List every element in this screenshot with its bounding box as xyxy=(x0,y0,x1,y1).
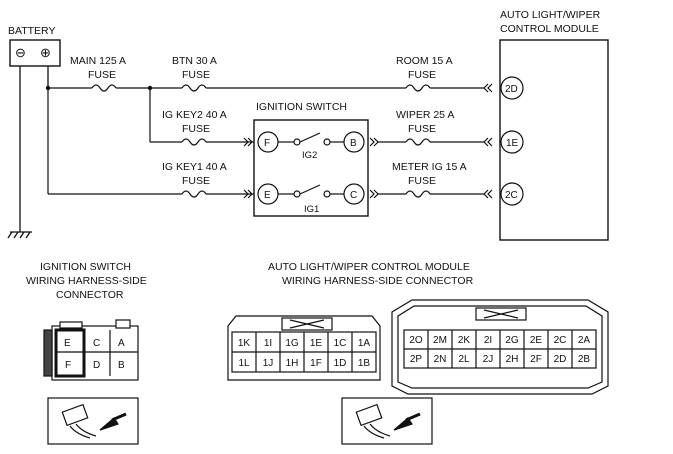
right-pin-2e: 2E xyxy=(530,335,543,346)
module-box xyxy=(499,39,609,241)
main-fuse-sub: FUSE xyxy=(88,69,116,81)
ign-connector xyxy=(43,319,139,381)
right-pin-2p: 2P xyxy=(410,354,423,365)
wire-ig-key1 xyxy=(47,88,254,198)
ign-cell-f: F xyxy=(65,360,71,371)
ign-cell-d: D xyxy=(93,360,100,371)
terminal-e: E xyxy=(264,190,271,201)
ig2-contact xyxy=(278,132,344,146)
left-pin-1a: 1A xyxy=(358,338,371,349)
terminal-b: B xyxy=(350,138,357,149)
ignition-switch-title: IGNITION SWITCH xyxy=(256,101,347,113)
btn-fuse-label: BTN 30 A xyxy=(172,55,217,67)
right-pin-2k: 2K xyxy=(458,335,471,346)
btn-fuse-sub: FUSE xyxy=(182,69,210,81)
ign-cell-c: C xyxy=(93,338,100,349)
room-fuse-label: ROOM 15 A xyxy=(396,55,453,67)
module-connector-title-1: AUTO LIGHT/WIPER CONTROL MODULE xyxy=(268,261,470,273)
battery-label: BATTERY xyxy=(8,25,55,37)
wire-top xyxy=(48,84,484,92)
ig-key1-fuse-sub: FUSE xyxy=(182,175,210,187)
battery-body xyxy=(9,39,61,67)
room-fuse-sub: FUSE xyxy=(408,69,436,81)
meter-ig-fuse-sub: FUSE xyxy=(408,175,436,187)
module-pin-2d: 2D xyxy=(505,84,518,95)
left-pin-1e: 1E xyxy=(310,338,323,349)
right-pin-2c: 2C xyxy=(554,335,567,346)
left-pin-1g: 1G xyxy=(285,338,299,349)
ign-connector-title-2: WIRING HARNESS-SIDE xyxy=(26,275,147,287)
ign-cell-e: E xyxy=(64,338,71,349)
battery-minus-icon: ⊖ xyxy=(15,45,26,60)
right-pin-2i: 2I xyxy=(484,335,492,346)
ig1-label: IG1 xyxy=(304,204,319,215)
ig-key1-fuse-label: IG KEY1 40 A xyxy=(162,161,227,173)
wiper-fuse-sub: FUSE xyxy=(408,123,436,135)
right-pin-2d: 2D xyxy=(554,354,567,365)
right-pin-2j: 2J xyxy=(483,354,494,365)
ig-key2-fuse-sub: FUSE xyxy=(182,123,210,135)
ig1-contact xyxy=(278,184,344,198)
module-connector-left xyxy=(227,315,381,381)
terminal-c: C xyxy=(350,190,357,201)
left-pin-1k: 1K xyxy=(238,338,251,349)
ig2-label: IG2 xyxy=(302,150,317,161)
meter-ig-fuse-label: METER IG 15 A xyxy=(392,161,467,173)
right-pin-2g: 2G xyxy=(505,335,519,346)
right-pin-2m: 2M xyxy=(433,335,447,346)
right-pin-2h: 2H xyxy=(506,354,519,365)
terminal-f: F xyxy=(264,138,270,149)
right-pin-2b: 2B xyxy=(578,354,591,365)
ign-cell-b: B xyxy=(118,360,125,371)
left-pin-1h: 1H xyxy=(286,358,299,369)
module-title-2: CONTROL MODULE xyxy=(500,23,599,35)
right-pin-2f: 2F xyxy=(530,354,542,365)
right-pin-2l: 2L xyxy=(458,354,470,365)
connector-pictogram-icon xyxy=(47,397,139,445)
right-pin-2n: 2N xyxy=(434,354,447,365)
left-pin-1j: 1J xyxy=(263,358,274,369)
ign-connector-title-1: IGNITION SWITCH xyxy=(40,261,131,273)
module-pin-1e: 1E xyxy=(506,138,519,149)
ground-icon xyxy=(7,231,32,239)
wiper-fuse-label: WIPER 25 A xyxy=(396,109,454,121)
module-pin-2c: 2C xyxy=(505,190,518,201)
left-pin-1i: 1I xyxy=(264,338,272,349)
wire-wiper xyxy=(378,138,484,146)
left-pin-1d: 1D xyxy=(334,358,347,369)
module-title-1: AUTO LIGHT/WIPER xyxy=(500,9,601,21)
left-pin-1f: 1F xyxy=(310,358,322,369)
module-connector-right xyxy=(391,299,609,395)
ign-cell-a: A xyxy=(118,338,125,349)
ign-connector-title-3: CONNECTOR xyxy=(56,289,124,301)
wire-meter-ig xyxy=(378,190,484,198)
ig-key2-fuse-label: IG KEY2 40 A xyxy=(162,109,227,121)
right-pin-2a: 2A xyxy=(578,335,591,346)
right-pin-2o: 2O xyxy=(409,335,423,346)
battery-plus-icon: ⊕ xyxy=(40,45,51,60)
left-pin-1l: 1L xyxy=(238,358,250,369)
left-pin-1b: 1B xyxy=(358,358,371,369)
module-connector-title-2: WIRING HARNESS-SIDE CONNECTOR xyxy=(282,275,474,287)
main-fuse-label: MAIN 125 A xyxy=(70,55,126,67)
ignition-switch-box xyxy=(253,119,369,217)
wire-ig-key2 xyxy=(149,88,254,146)
left-pin-1c: 1C xyxy=(334,338,347,349)
connector-pictogram-icon xyxy=(341,397,433,445)
